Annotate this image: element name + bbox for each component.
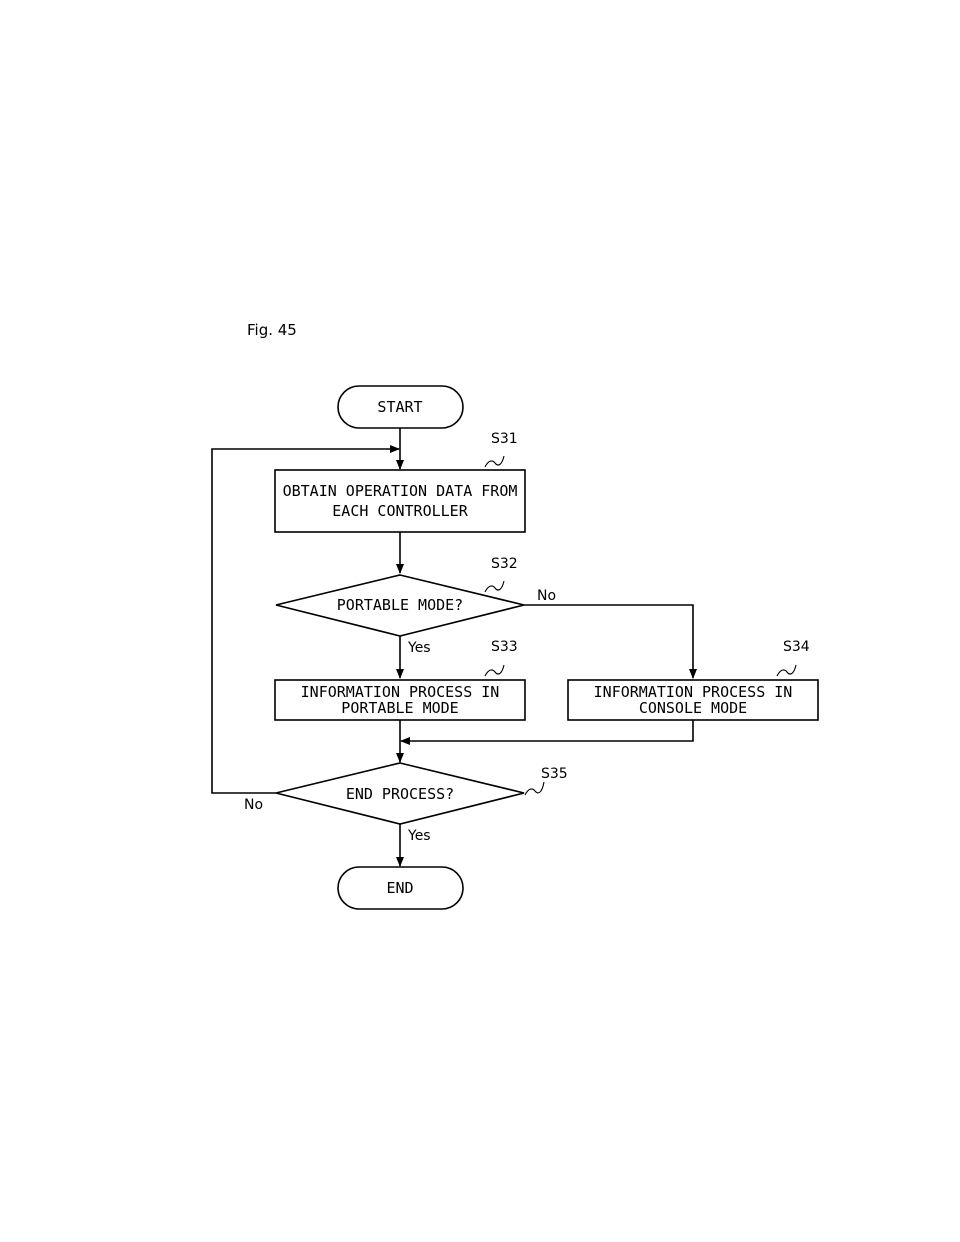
connector-s32-no-s34 [524, 604, 697, 679]
process-box-s33: INFORMATION PROCESS IN PORTABLE MODE [274, 679, 526, 721]
s34-text-line1: INFORMATION PROCESS IN [594, 683, 793, 701]
decision-s32: PORTABLE MODE? [275, 574, 525, 637]
s33-text-line1: INFORMATION PROCESS IN [301, 683, 500, 701]
step-label-s31: S31 [491, 431, 518, 447]
step-leader-s31 [484, 455, 505, 468]
start-text: START [377, 398, 422, 416]
s35-text: END PROCESS? [346, 785, 454, 803]
branch-label-s32-no: No [537, 588, 556, 604]
decision-s35: END PROCESS? [275, 762, 525, 825]
end-text: END [386, 879, 413, 897]
end-terminal: END [337, 866, 464, 910]
connector-s34-merge [400, 720, 694, 745]
figure-label: Fig. 45 [247, 321, 297, 339]
s33-text-line2: PORTABLE MODE [341, 699, 458, 717]
step-leader-s32 [484, 580, 505, 593]
step-label-s35: S35 [541, 766, 568, 782]
s32-text: PORTABLE MODE? [337, 596, 463, 614]
step-leader-s35 [524, 781, 545, 796]
step-label-s33: S33 [491, 639, 518, 655]
s31-text-line1: OBTAIN OPERATION DATA FROM [283, 482, 518, 500]
process-box-s31: OBTAIN OPERATION DATA FROM EACH CONTROLL… [274, 469, 526, 533]
start-terminal: START [337, 385, 464, 429]
step-label-s32: S32 [491, 556, 518, 572]
s34-text-line2: CONSOLE MODE [639, 699, 747, 717]
branch-label-s32-yes: Yes [407, 640, 431, 656]
branch-label-s35-yes: Yes [407, 828, 431, 844]
step-leader-s33 [484, 664, 505, 677]
process-box-s34: INFORMATION PROCESS IN CONSOLE MODE [567, 679, 819, 721]
step-label-s34: S34 [783, 639, 810, 655]
s31-text-line2: EACH CONTROLLER [332, 502, 468, 520]
step-leader-s34 [776, 664, 797, 677]
branch-label-s35-no: No [244, 797, 263, 813]
connector-s35-no-loop [211, 445, 400, 794]
